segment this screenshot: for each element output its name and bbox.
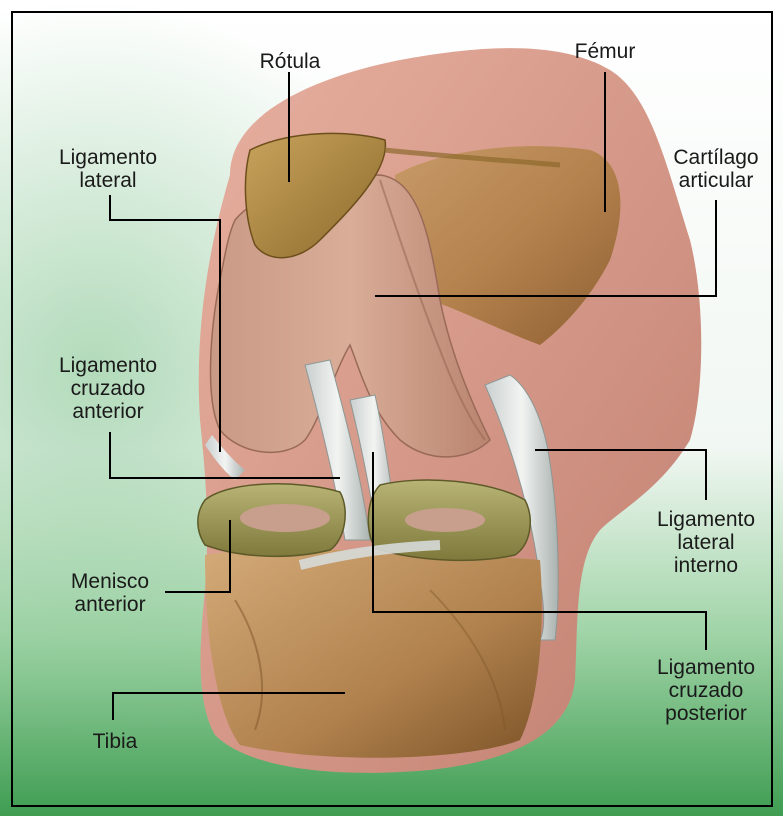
- label-ligamento-cruzado-posterior-line-2: cruzado: [636, 679, 776, 702]
- label-tibia: Tibia: [70, 730, 160, 753]
- label-ligamento-lateral-interno-line-2: lateral: [636, 531, 776, 554]
- label-cartilago-articular: Cartílago articular: [654, 146, 778, 192]
- label-rotula: Rótula: [240, 50, 340, 73]
- label-ligamento-cruzado-anterior-line-1: Ligamento: [38, 354, 178, 377]
- label-ligamento-lateral: Ligamento lateral: [38, 146, 178, 192]
- label-ligamento-cruzado-anterior: Ligamento cruzado anterior: [38, 354, 178, 423]
- label-ligamento-lateral-interno-line-3: interno: [636, 554, 776, 577]
- label-ligamento-cruzado-posterior-line-1: Ligamento: [636, 656, 776, 679]
- label-menisco-anterior: Menisco anterior: [50, 570, 170, 616]
- label-ligamento-lateral-interno-line-1: Ligamento: [636, 508, 776, 531]
- label-cartilago-articular-line-1: Cartílago: [654, 146, 778, 169]
- label-ligamento-cruzado-posterior-line-3: posterior: [636, 702, 776, 725]
- label-ligamento-cruzado-anterior-line-2: cruzado: [38, 377, 178, 400]
- label-menisco-anterior-line-1: Menisco: [50, 570, 170, 593]
- label-ligamento-lateral-line-2: lateral: [38, 169, 178, 192]
- label-rotula-line: Rótula: [240, 50, 340, 73]
- label-ligamento-cruzado-anterior-line-3: anterior: [38, 400, 178, 423]
- label-tibia-line: Tibia: [70, 730, 160, 753]
- label-femur-line: Fémur: [555, 40, 655, 63]
- label-ligamento-cruzado-posterior: Ligamento cruzado posterior: [636, 656, 776, 725]
- label-cartilago-articular-line-2: articular: [654, 169, 778, 192]
- label-ligamento-lateral-line-1: Ligamento: [38, 146, 178, 169]
- label-ligamento-lateral-interno: Ligamento lateral interno: [636, 508, 776, 577]
- label-menisco-anterior-line-2: anterior: [50, 593, 170, 616]
- label-femur: Fémur: [555, 40, 655, 63]
